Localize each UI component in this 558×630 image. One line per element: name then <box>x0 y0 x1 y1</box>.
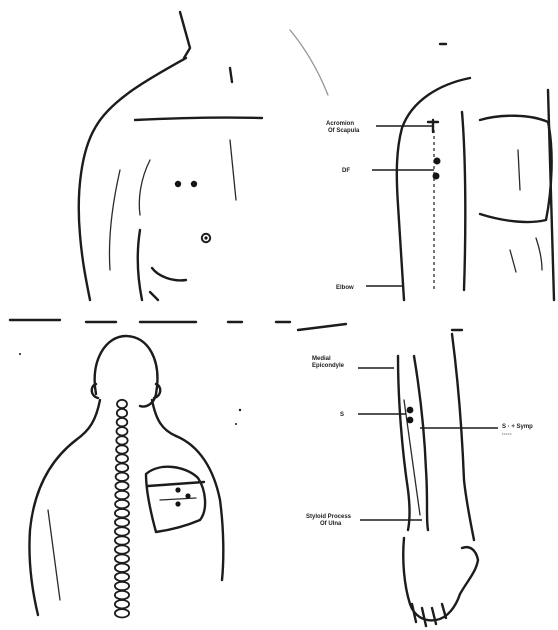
vertebra <box>117 418 128 426</box>
speck <box>239 409 241 411</box>
finger-outline <box>422 608 426 626</box>
label-medial-epicondyle: Medial Epicondyle <box>312 356 345 369</box>
scapular-spine <box>148 482 204 486</box>
acupoint-dot <box>185 493 190 498</box>
vertebra <box>115 545 129 553</box>
label-elbow: Elbow <box>336 285 354 291</box>
panel-back <box>29 336 223 618</box>
vertebra <box>115 609 129 617</box>
vertebra <box>116 464 128 472</box>
scan-specks <box>19 353 241 425</box>
speck <box>235 423 237 425</box>
waist-mark <box>150 292 158 300</box>
label-right-point: S · + Symp ····· <box>502 424 535 438</box>
acupoint-dot <box>175 181 181 187</box>
torso-line <box>518 150 520 190</box>
acupoint-dot <box>175 487 180 492</box>
faint-stroke <box>290 30 328 95</box>
vertebra <box>117 400 127 408</box>
head-outline <box>95 336 158 407</box>
vertebra <box>115 573 129 581</box>
shoulder-outline <box>29 440 76 615</box>
shoulder-outline <box>176 436 223 580</box>
acupoint-dot <box>191 181 197 187</box>
chest-outline <box>480 116 552 222</box>
vertebra <box>115 591 129 599</box>
vertebra <box>115 509 129 517</box>
label-acromion: Acromion Of Scapula <box>326 121 360 134</box>
spine-vertebrae <box>115 400 129 618</box>
scapula-line <box>160 498 196 500</box>
acupoint-dot <box>407 407 414 414</box>
separator-marks <box>10 320 462 330</box>
acupoint-dot <box>175 501 180 506</box>
separator-dash <box>298 324 346 330</box>
panel-upper-arm: Acromion Of Scapula DF Elbow <box>290 30 554 300</box>
torso-mark <box>536 238 542 270</box>
vertebra <box>115 600 129 608</box>
vertebra <box>115 491 129 499</box>
shoulder-outline <box>79 58 186 300</box>
armpit-line <box>109 170 120 270</box>
arm-outline <box>414 356 428 530</box>
vertebra <box>116 445 128 453</box>
inner-arm-line <box>462 112 465 290</box>
waist-line <box>510 250 516 272</box>
acupoint-dot <box>204 236 207 239</box>
lat-line <box>48 510 60 600</box>
vertebra <box>116 473 129 481</box>
chest-contour <box>139 160 150 215</box>
vertebra <box>115 482 128 490</box>
acupoint-dot <box>434 158 441 165</box>
neck-outline <box>152 400 176 436</box>
pectoral-line <box>230 140 236 200</box>
finger-outline <box>432 608 436 624</box>
vertebra <box>117 409 127 417</box>
vertebra <box>116 427 127 435</box>
panel-chest <box>79 12 262 300</box>
thumb-mark <box>152 268 186 280</box>
arm-outline <box>398 356 410 530</box>
panel-forearm: Medial Epicondyle S S · + Symp ····· Sty… <box>306 334 535 626</box>
neck-outline <box>180 12 190 58</box>
label-point: S <box>340 412 344 418</box>
label-styloid: Styloid Process Of Ulna <box>306 514 353 527</box>
vertebra <box>115 527 129 535</box>
hand-outline <box>403 538 478 620</box>
vertebra <box>115 536 129 544</box>
acupoint-dot <box>433 173 440 180</box>
vertebra <box>115 518 129 526</box>
vertebra <box>116 454 128 462</box>
shoulder-outline <box>397 78 470 300</box>
side-outline <box>138 230 142 300</box>
neck-outline <box>76 400 100 440</box>
speck <box>19 353 21 355</box>
vertebra <box>115 564 129 572</box>
acupoint-dot <box>407 417 414 424</box>
label-point: DF <box>342 168 350 174</box>
forearm-inner <box>404 400 420 515</box>
vertebra <box>115 582 129 590</box>
vertebra <box>116 436 127 444</box>
vertebra <box>115 555 129 563</box>
chest-tick <box>230 68 232 82</box>
clavicle-line <box>135 118 262 120</box>
arm-outline <box>452 334 474 540</box>
vertebra <box>115 500 129 508</box>
